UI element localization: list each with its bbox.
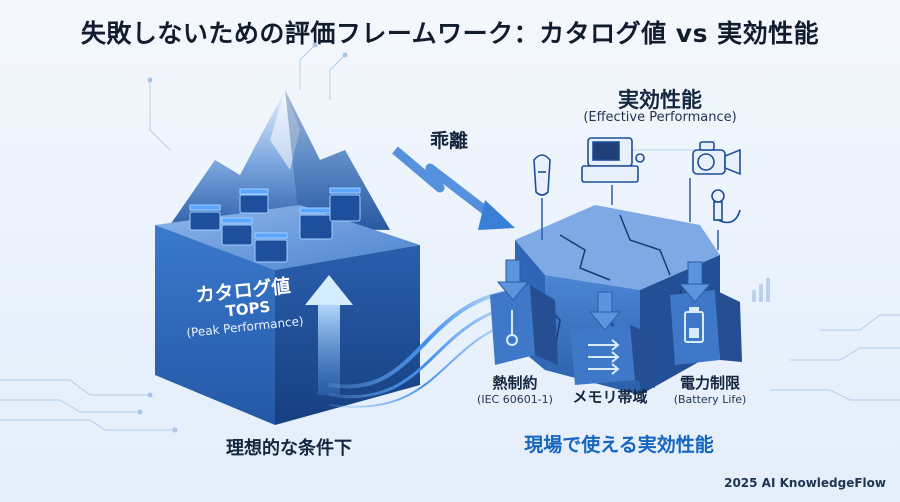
brand-footer: 2025 AI KnowledgeFlow bbox=[724, 476, 886, 490]
effective-title: 実効性能 bbox=[618, 88, 702, 112]
chip-stacks bbox=[189, 187, 361, 263]
divergence-label: 乖離 bbox=[430, 130, 469, 152]
right-caption: 現場で使える実効性能 bbox=[524, 434, 714, 456]
battery-icon bbox=[684, 307, 704, 343]
mini-bars bbox=[752, 278, 770, 302]
chip-icon bbox=[254, 232, 288, 263]
arrow-down-icon bbox=[496, 259, 530, 301]
circuit-traces bbox=[0, 44, 900, 431]
ultrasound-probe-icon bbox=[533, 154, 551, 196]
constraint-block-thermal bbox=[490, 285, 558, 365]
circuit-nodes bbox=[137, 42, 348, 433]
thermometer-icon bbox=[506, 310, 518, 346]
constraint-power-sub: (Battery Life) bbox=[673, 393, 747, 406]
constraint-thermal-name: 熱制約 bbox=[492, 374, 538, 392]
chip-icon bbox=[189, 204, 221, 231]
endoscope-icon bbox=[711, 189, 741, 224]
constraint-thermal-sub: (IEC 60601-1) bbox=[477, 393, 553, 406]
data-flow-icon bbox=[588, 339, 620, 375]
left-caption: 理想的な条件下 bbox=[226, 438, 352, 459]
arrow-down-icons bbox=[496, 259, 712, 331]
divergence-arrow bbox=[392, 146, 515, 230]
chip-icon bbox=[221, 217, 253, 246]
chip-icon bbox=[329, 187, 361, 222]
chip-icon bbox=[299, 207, 333, 240]
ultrasound-machine-icon bbox=[581, 137, 645, 183]
constraint-power-name: 電力制限 bbox=[679, 374, 740, 392]
arrow-down-icon bbox=[678, 261, 712, 303]
camera-icon bbox=[692, 141, 741, 176]
arrow-up-icon bbox=[305, 275, 353, 395]
constraint-memory-name: メモリ帯域 bbox=[572, 388, 648, 406]
device-connectors bbox=[541, 178, 719, 250]
page-title: 失敗しないための評価フレームワーク：カタログ値 vs 実効性能 bbox=[80, 19, 820, 48]
constraint-block-power bbox=[670, 290, 742, 365]
constraint-block-memory bbox=[570, 325, 655, 388]
effective-subtitle: (Effective Performance) bbox=[583, 110, 737, 125]
chip-icon bbox=[239, 188, 269, 214]
arrow-down-icon bbox=[588, 291, 622, 331]
